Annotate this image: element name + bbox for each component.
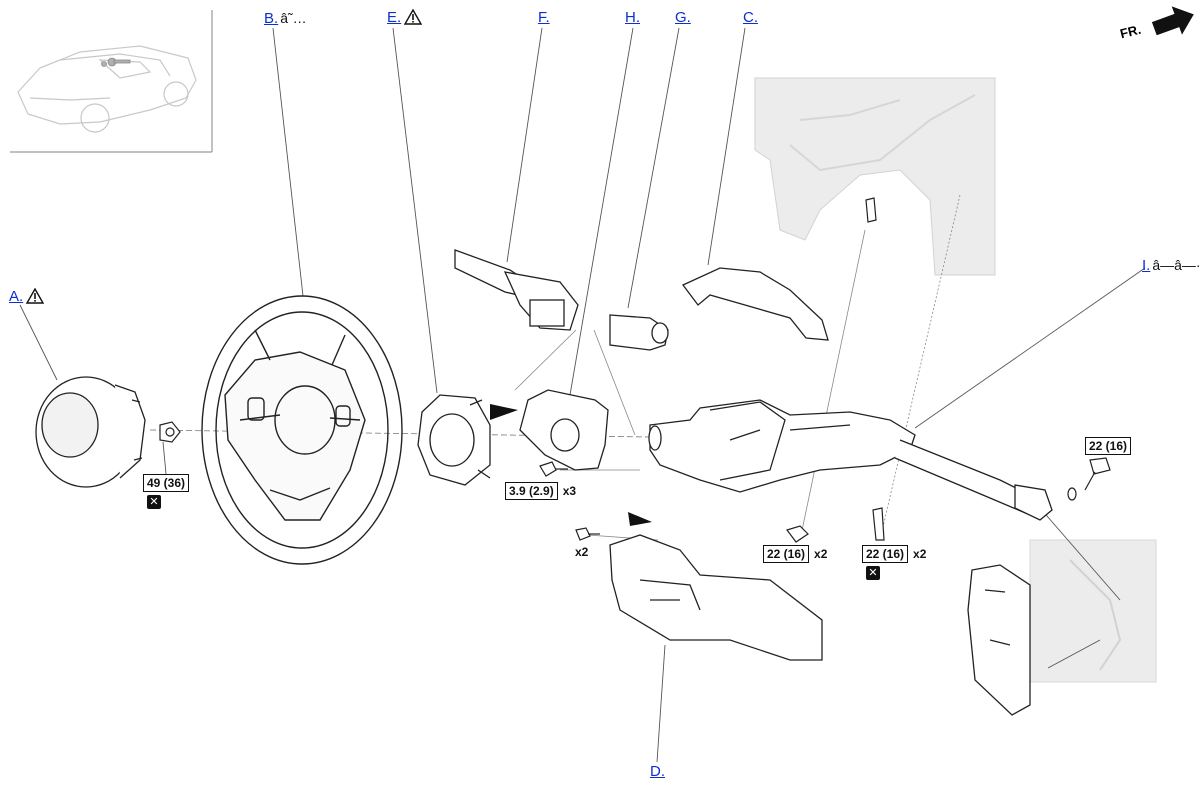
direction-arrow-left <box>490 404 518 420</box>
warning-triangle-icon <box>26 288 45 304</box>
upper-column-cover <box>681 267 829 341</box>
replace-x-icon: ✕ <box>866 566 880 580</box>
replace-x-icon: ✕ <box>147 495 161 509</box>
callout-h[interactable]: H. <box>625 9 640 27</box>
callout-b-link[interactable]: B. <box>264 10 279 27</box>
callout-d[interactable]: D. <box>650 763 665 781</box>
front-arrow-icon <box>1151 6 1194 36</box>
callout-c-link[interactable]: C. <box>743 9 758 26</box>
knee-area-ghost <box>1029 539 1157 683</box>
torque-spec-joint-bolt: 22 (16) <box>1085 437 1132 455</box>
steering-sensor <box>519 389 609 471</box>
callout-d-link[interactable]: D. <box>650 763 665 780</box>
callout-i-link[interactable]: I. <box>1142 257 1151 274</box>
callout-e-link[interactable]: E. <box>387 9 402 26</box>
column-bolts <box>539 197 1111 543</box>
combination-switch <box>454 249 579 331</box>
callout-a-link[interactable]: A. <box>9 288 24 305</box>
callout-b-suffix: â˜… <box>280 10 307 26</box>
callout-f[interactable]: F. <box>538 9 550 27</box>
knee-bracket <box>967 564 1031 716</box>
torque-qty: x2 <box>814 547 828 561</box>
leader-lines <box>19 27 1146 763</box>
callout-f-link[interactable]: F. <box>538 9 550 26</box>
dashboard-frame-ghost <box>754 77 996 276</box>
airbag-nut <box>159 421 181 443</box>
ignition-switch <box>609 314 669 351</box>
callout-i[interactable]: I.â—â—· <box>1142 256 1200 275</box>
torque-spec-column-nut: 22 (16) x2 <box>763 545 827 563</box>
callout-g[interactable]: G. <box>675 9 691 27</box>
torque-value: 49 (36) <box>143 474 190 492</box>
torque-value: 3.9 (2.9) <box>505 482 558 500</box>
torque-spec-sensor: 3.9 (2.9) x3 <box>505 482 576 500</box>
callout-h-link[interactable]: H. <box>625 9 640 26</box>
callout-b[interactable]: B.â˜… <box>264 9 307 28</box>
torque-qty: x2 <box>913 547 927 561</box>
direction-arrow-lower <box>628 512 652 526</box>
callout-e[interactable]: E. <box>387 9 423 27</box>
screw-qty: x2 <box>575 545 589 559</box>
callout-g-link[interactable]: G. <box>675 9 691 26</box>
torque-spec-airbag: 49 (36) <box>143 474 190 492</box>
inset-car-view <box>10 10 213 153</box>
callout-a[interactable]: A. <box>9 288 45 306</box>
callout-c[interactable]: C. <box>743 9 758 27</box>
lower-column-cover <box>609 534 823 661</box>
torque-spec-column-bolt: 22 (16) x2 <box>862 545 926 563</box>
steering-column <box>648 399 1053 521</box>
cable-reel <box>417 394 491 486</box>
torque-value: 22 (16) <box>862 545 909 563</box>
warning-triangle-icon <box>404 9 423 25</box>
torque-value: 22 (16) <box>1085 437 1132 455</box>
steering-wheel <box>201 295 403 565</box>
torque-value: 22 (16) <box>763 545 810 563</box>
driver-airbag-module <box>35 376 146 488</box>
torque-qty: x3 <box>562 484 577 498</box>
callout-i-suffix: â—â—· <box>1152 257 1200 273</box>
